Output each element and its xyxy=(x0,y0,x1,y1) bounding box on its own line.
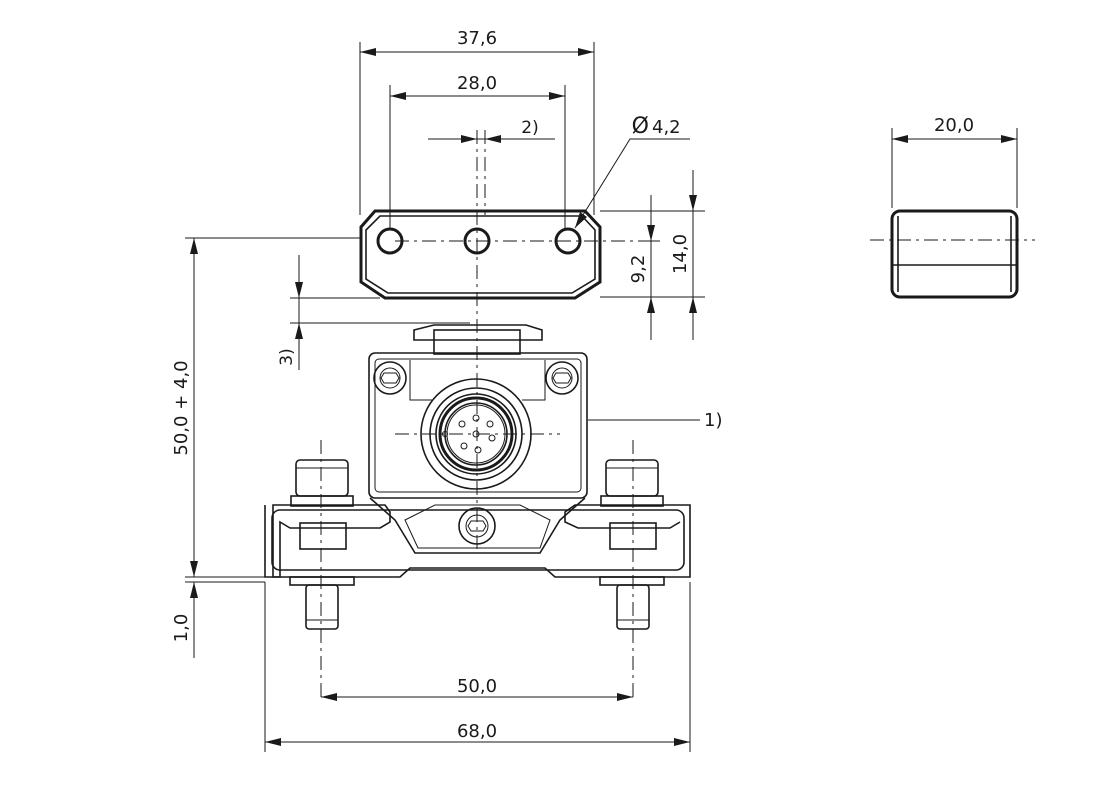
sensor-housing xyxy=(368,324,588,499)
mounting-bracket xyxy=(264,497,691,578)
screw-top-right xyxy=(545,361,579,395)
note-3-label: 3) xyxy=(277,348,297,365)
dim-hole-offset: 9,2 xyxy=(628,255,649,284)
diameter-symbol: Ø xyxy=(632,114,649,139)
dimension-labels: 37,6 28,0 2) Ø 4,2 20,0 14,0 9,2 3) 50,0… xyxy=(171,28,974,742)
mounting-plate xyxy=(359,209,660,300)
connector-callout: 1) xyxy=(704,410,722,431)
side-view-block xyxy=(870,209,1035,299)
dim-stud-spacing: 50,0 xyxy=(457,676,497,697)
stud-right xyxy=(599,440,665,700)
dim-hole-pitch: 28,0 xyxy=(457,73,497,94)
plate-hole-right xyxy=(554,227,582,255)
dim-side-width: 20,0 xyxy=(934,115,974,136)
dimension-lines xyxy=(185,42,1018,752)
dim-overall-height: 50,0 + 4,0 xyxy=(171,360,192,455)
stud-left xyxy=(289,440,355,700)
dim-base-width: 68,0 xyxy=(457,721,497,742)
screw-top-left xyxy=(373,361,407,395)
dim-plate-height: 14,0 xyxy=(670,234,691,274)
note-2-label: 2) xyxy=(521,118,538,138)
dim-plate-width: 37,6 xyxy=(457,28,497,49)
dim-hole-diameter: 4,2 xyxy=(652,117,681,138)
dim-base-gap: 1,0 xyxy=(171,614,192,643)
